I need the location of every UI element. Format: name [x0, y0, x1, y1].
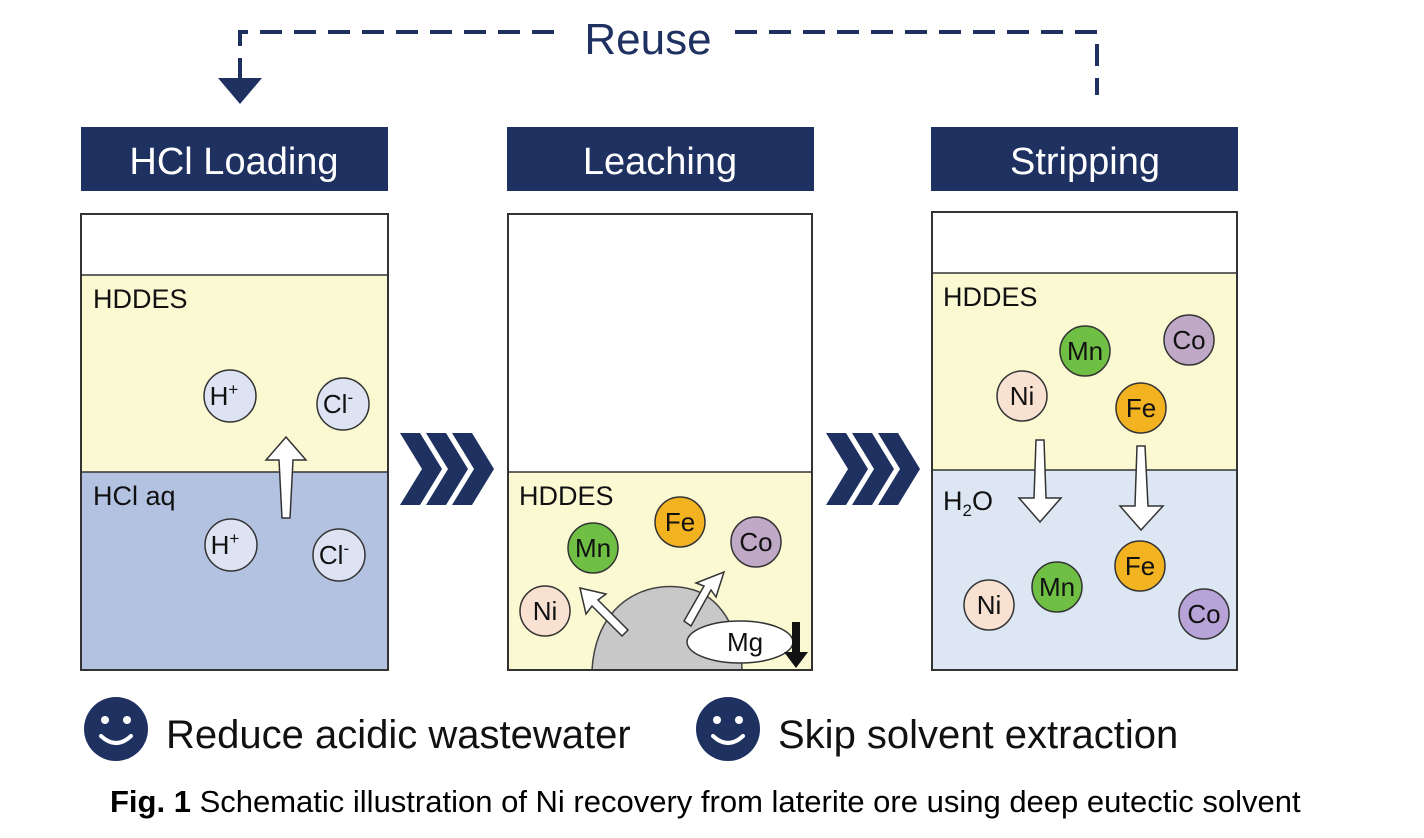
svg-text:Mn: Mn: [1067, 336, 1103, 366]
ion-h-plus-aq: H+: [204, 518, 258, 572]
strip-down-arrow-left-icon: [1017, 439, 1063, 524]
svg-text:Mn: Mn: [575, 533, 611, 563]
next-step-chevrons-icon-2: [826, 433, 920, 505]
next-step-chevrons-icon: [400, 433, 494, 505]
ion-cl-minus: Cl-: [316, 377, 370, 431]
step-title-stripping: Stripping: [1010, 141, 1160, 183]
svg-text:Fe: Fe: [665, 507, 695, 537]
svg-text:Cl-: Cl-: [323, 388, 353, 419]
phase-label-hddes-leaching: HDDES: [519, 481, 614, 511]
transfer-up-arrow-icon: [264, 435, 308, 519]
reuse-dashed-line: [238, 30, 555, 80]
svg-text:Cl-: Cl-: [319, 539, 349, 570]
ion-mn: Mn: [567, 522, 619, 574]
caption-text: Schematic illustration of Ni recovery fr…: [190, 784, 1301, 819]
phase-label-water: H2O: [943, 486, 993, 520]
step-header-hcl-loading: HCl Loading: [81, 127, 388, 191]
ion-mn-lower: Mn: [1031, 561, 1083, 613]
caption-label: Fig. 1: [110, 784, 191, 819]
step-title-hcl-loading: HCl Loading: [129, 141, 338, 183]
smiley-icon: [84, 697, 148, 761]
reuse-dashed-line-right: [735, 30, 1099, 95]
phase-label-hddes: HDDES: [93, 284, 188, 314]
step-title-leaching: Leaching: [583, 141, 737, 183]
ion-h-plus: H+: [203, 369, 257, 423]
ion-ni-lower: Ni: [963, 579, 1015, 631]
ion-fe-lower: Fe: [1114, 540, 1166, 592]
dissolution-arrow-left-icon: [578, 586, 630, 638]
reuse-loop: Reuse: [218, 15, 1099, 104]
svg-text:Ni: Ni: [533, 596, 558, 626]
benefit-text-2: Skip solvent extraction: [778, 713, 1178, 757]
dissolution-arrow-right-icon: [683, 570, 726, 628]
ion-fe-upper: Fe: [1115, 382, 1167, 434]
mg-residue: Mg: [686, 620, 794, 664]
phase-label-hddes-stripping: HDDES: [943, 282, 1038, 312]
reuse-arrow-down-icon: [218, 78, 262, 104]
benefit-reduce-wastewater: Reduce acidic wastewater: [84, 697, 631, 761]
ion-co: Co: [730, 516, 782, 568]
smiley-icon-2: [696, 697, 760, 761]
svg-text:Co: Co: [1172, 325, 1205, 355]
beaker-hcl-loading: HDDES HCl aq H+ Cl- H+ Cl-: [80, 213, 389, 671]
benefit-text-1: Reduce acidic wastewater: [166, 713, 631, 757]
strip-down-arrow-right-icon: [1118, 445, 1165, 532]
svg-text:Ni: Ni: [977, 590, 1002, 620]
step-header-stripping: Stripping: [931, 127, 1238, 191]
step-header-leaching: Leaching: [507, 127, 814, 191]
ion-mn-upper: Mn: [1059, 325, 1111, 377]
svg-text:Fe: Fe: [1125, 551, 1155, 581]
ion-ni: Ni: [519, 585, 571, 637]
settle-down-arrow-icon: [784, 622, 808, 668]
svg-text:Mg: Mg: [727, 627, 763, 657]
ion-ni-upper: Ni: [996, 370, 1048, 422]
svg-text:Mn: Mn: [1039, 572, 1075, 602]
ion-co-upper: Co: [1163, 314, 1215, 366]
svg-text:H+: H+: [211, 529, 240, 560]
ion-fe: Fe: [654, 496, 706, 548]
svg-text:Co: Co: [739, 527, 772, 557]
figure-caption: Fig. 1 Schematic illustration of Ni reco…: [110, 784, 1410, 820]
water-phase: [932, 470, 1237, 670]
svg-text:Fe: Fe: [1126, 393, 1156, 423]
svg-text:H+: H+: [210, 380, 239, 411]
ion-co-lower: Co: [1178, 588, 1230, 640]
beaker-stripping: HDDES H2O Mn Co Ni Fe Fe Mn: [931, 211, 1238, 671]
svg-text:Ni: Ni: [1010, 381, 1035, 411]
beaker-leaching: HDDES Mn Fe Co Ni Mg: [507, 213, 813, 671]
benefit-skip-extraction: Skip solvent extraction: [696, 697, 1178, 761]
phase-label-hcl-aq: HCl aq: [93, 481, 176, 511]
reuse-label: Reuse: [584, 15, 711, 64]
svg-text:Co: Co: [1187, 599, 1220, 629]
ion-cl-minus-aq: Cl-: [312, 528, 366, 582]
